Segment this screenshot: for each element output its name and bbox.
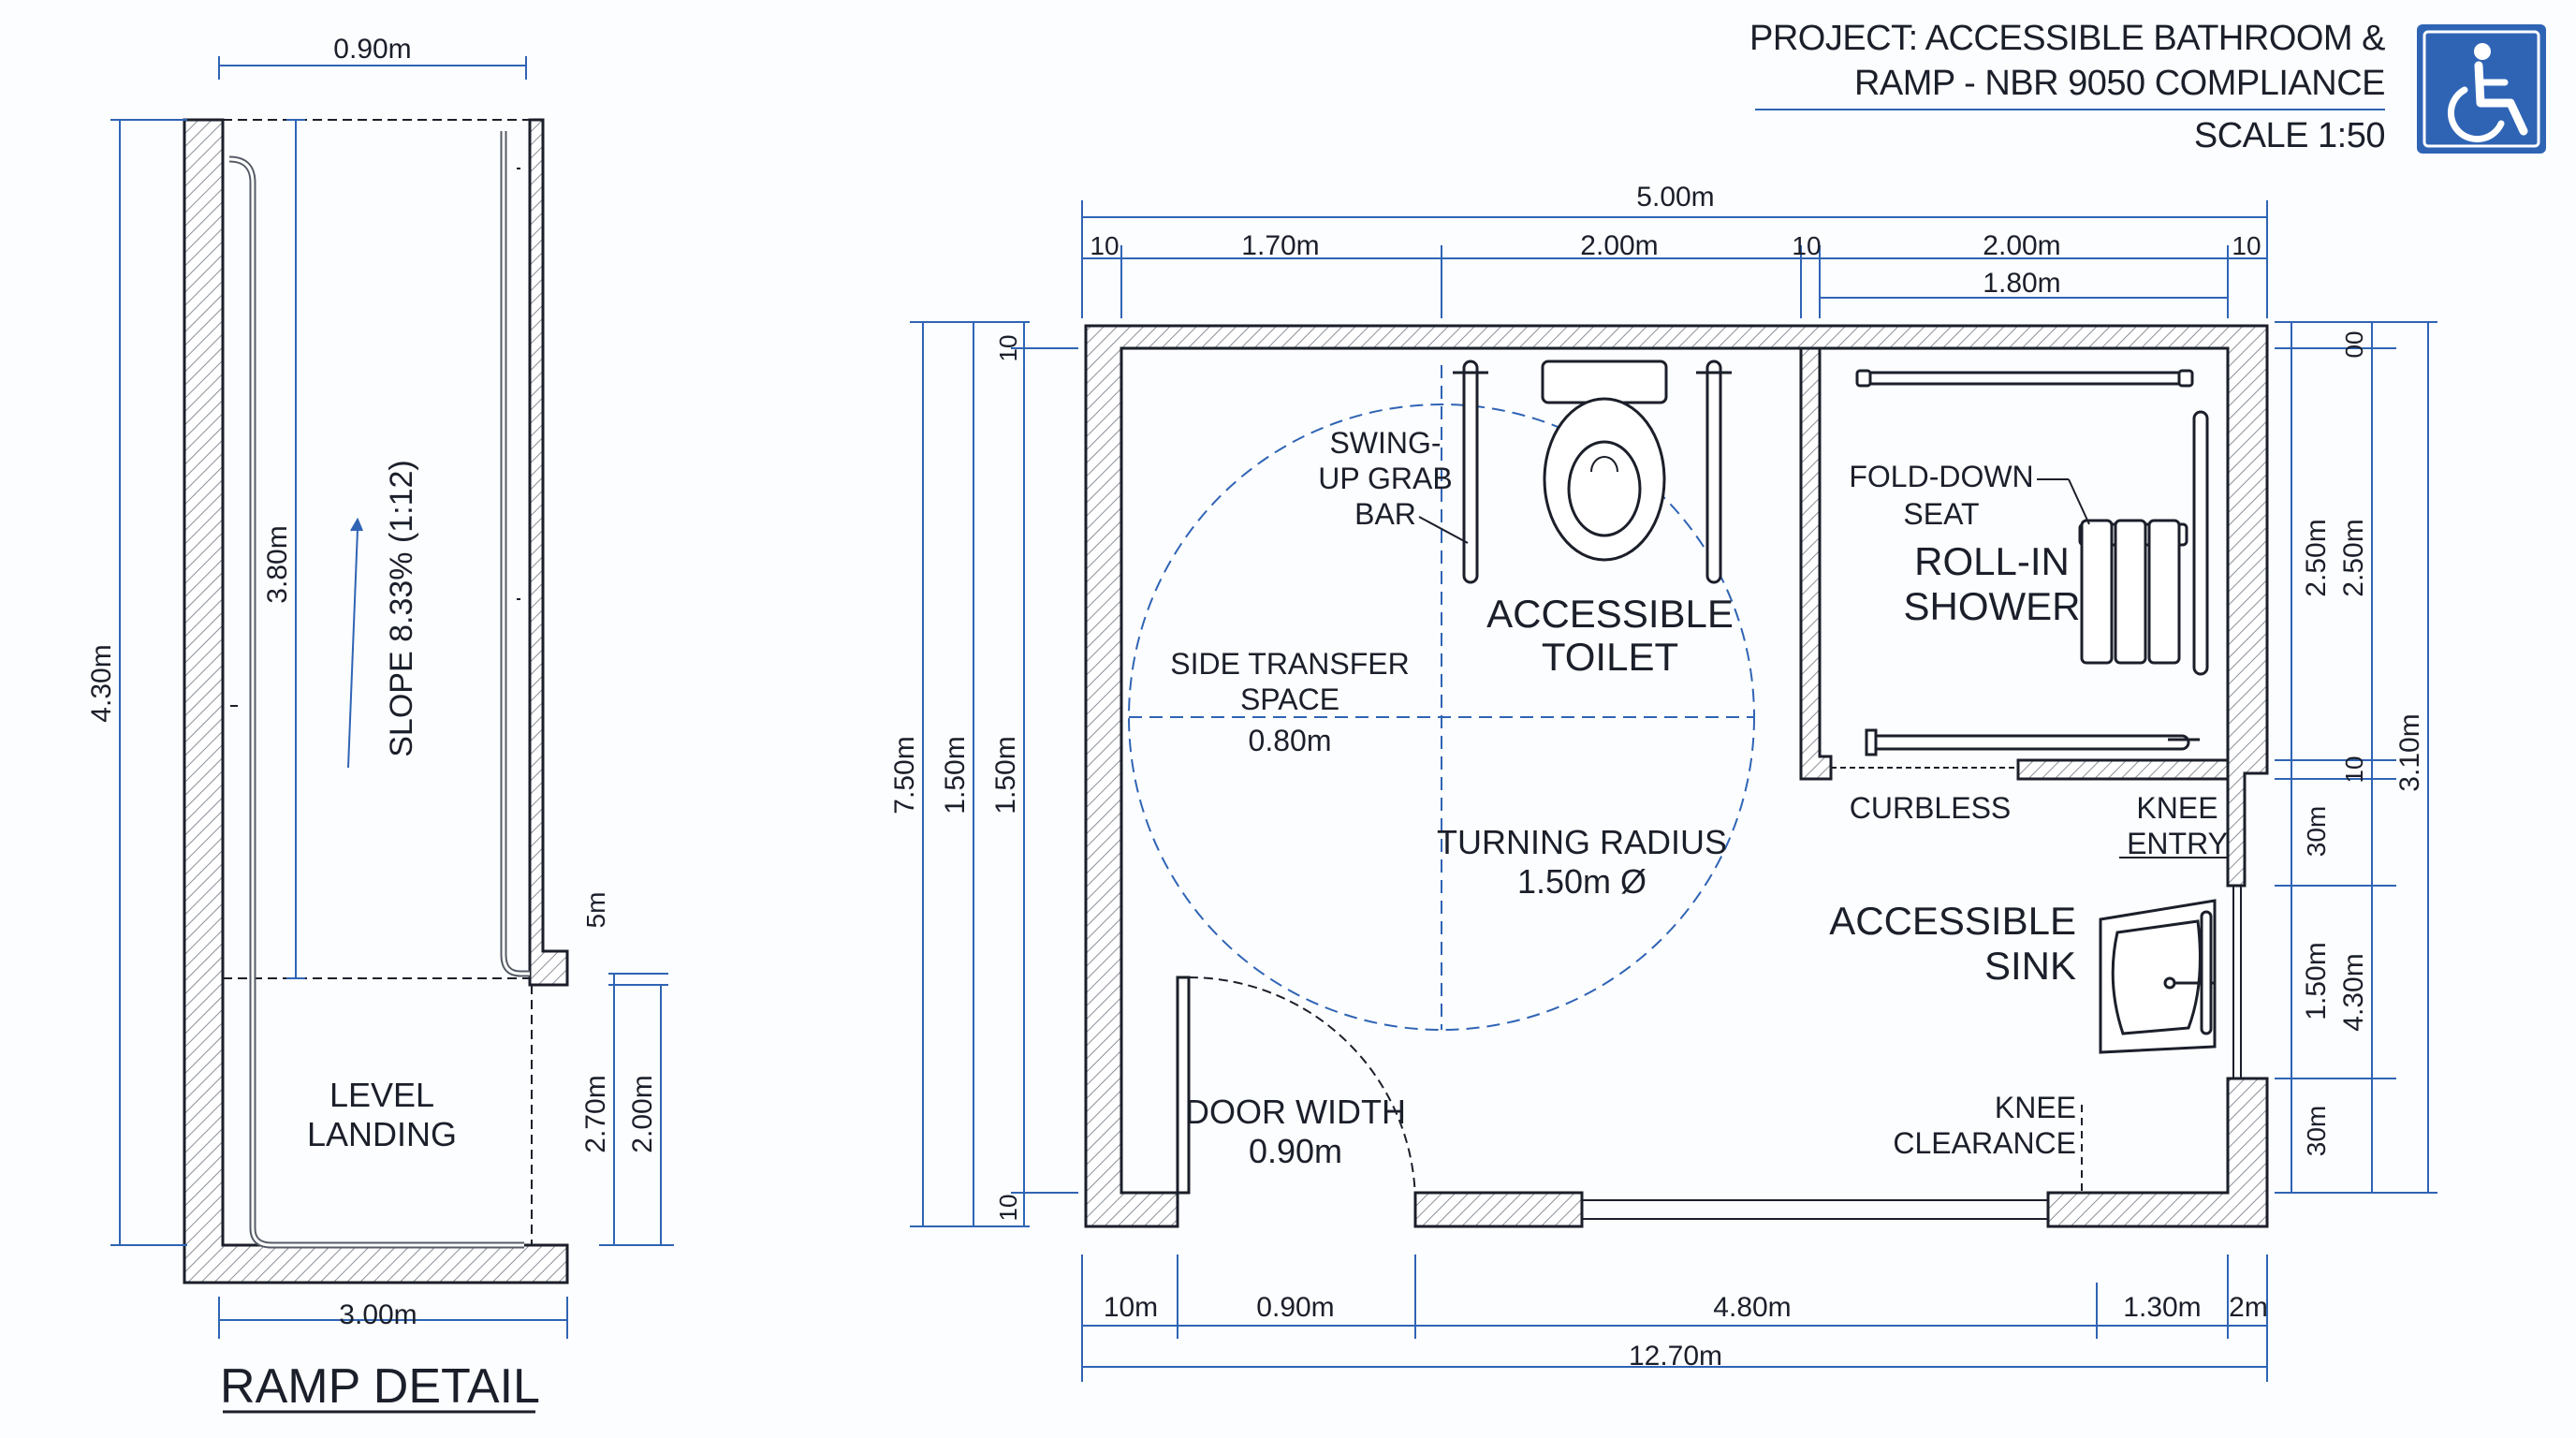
plan-left-inner-a-dim: 1.50m (940, 736, 971, 814)
plan-bottom-right-dim: 1.30m (2123, 1292, 2201, 1323)
knee-clearance-label-2: CLEARANCE (1893, 1126, 2076, 1160)
plan-bottom-mid-dim: 4.80m (1713, 1292, 1791, 1323)
toilet-icon (1541, 360, 1668, 562)
grab-bar-label-1: SWING- (1329, 426, 1441, 460)
transfer-label-2: SPACE (1240, 682, 1339, 716)
transfer-dim: 0.80m (1249, 724, 1332, 757)
sink-label-1: ACCESSIBLE (1829, 899, 2076, 943)
scale-label: SCALE 1:50 (2193, 116, 2386, 155)
turning-circle (1128, 365, 1755, 1031)
seat-label-2: SEAT (1903, 497, 1979, 531)
floor-plan-walls (1084, 324, 2269, 1228)
plan-left-wall-bottom-dim: 10 (994, 1195, 1022, 1222)
ramp-run-dim: 3.80m (262, 525, 293, 603)
plan-right-overall-dim: 3.10m (2394, 713, 2425, 791)
plan-knee-bottom-dim: 30m (2302, 1106, 2331, 1156)
plan-right-wall-top-dim: 00 (2340, 331, 2368, 359)
project-title-line-1: PROJECT: ACCESSIBLE BATHROOM & (1749, 19, 2386, 58)
plan-seg-2-dim: 2.00m (1580, 230, 1658, 261)
fold-down-seat-icon (2078, 519, 2188, 665)
plan-seg-1-dim: 1.70m (1241, 230, 1319, 261)
plan-wall-c-dim: 10 (2232, 231, 2261, 260)
plan-sink-a-dim: 1.50m (2301, 942, 2332, 1020)
knee-entry-label-2: ENTRY (2127, 827, 2228, 860)
plan-wall-a-dim: 10 (1090, 231, 1119, 260)
toilet-label-1: ACCESSIBLE (1486, 592, 1734, 636)
seat-label-1: FOLD-DOWN (1849, 460, 2033, 493)
plan-bottom-end-dim: 2m (2229, 1292, 2268, 1323)
shower-label-2: SHOWER (1904, 584, 2081, 628)
plan-seg-3-dim: 2.00m (1983, 230, 2060, 261)
ramp-total-length-dim: 4.30m (86, 644, 117, 722)
plan-left-wall-top-dim: 10 (994, 335, 1022, 362)
grab-bar-label-2: UP GRAB (1318, 462, 1452, 495)
plan-bottom-wall-dim: 10m (1104, 1292, 1158, 1323)
plan-shower-a-dim: 2.50m (2301, 519, 2332, 596)
plan-shower-b-dim: 2.50m (2338, 519, 2369, 596)
grab-bar-icon (1453, 360, 1732, 584)
landing-dim-a: 2.70m (580, 1075, 611, 1152)
plan-bottom-total-dim: 12.70m (1629, 1341, 1722, 1372)
plan-left-overall-dim: 7.50m (889, 736, 920, 814)
plan-total-width-dim: 5.00m (1636, 182, 1714, 213)
plan-shower-inner-dim: 1.80m (1983, 268, 2060, 299)
landing-label-line-2: LANDING (307, 1115, 457, 1153)
knee-entry-label-1: KNEE (2136, 791, 2217, 825)
plan-knee-top-dim: 30m (2302, 806, 2331, 857)
door-label-1: DOOR WIDTH (1185, 1093, 1406, 1131)
ramp-slope-label: SLOPE 8.33% (1:12) (384, 460, 419, 757)
turning-label-1: TURNING RADIUS (1437, 823, 1727, 861)
door-label-2: 0.90m (1249, 1132, 1342, 1170)
plan-labels: SWING- UP GRAB BAR ACCESSIBLE TOILET SID… (1170, 426, 2228, 1170)
ramp-dimensions (110, 56, 674, 1339)
grab-bar-label-3: BAR (1354, 497, 1416, 531)
ramp-detail (183, 118, 569, 1284)
plan-right-wall-mid-dim: 10 (2340, 756, 2368, 784)
ramp-text: 0.90m 4.30m 3.80m SLOPE 8.33% (1:12) 5m … (86, 34, 658, 1414)
ramp-width-dim: 0.90m (333, 34, 411, 65)
plan-sink-b-dim: 4.30m (2338, 953, 2369, 1031)
sink-label-2: SINK (1984, 944, 2076, 988)
landing-dim-b: 2.00m (627, 1075, 658, 1152)
transfer-label-1: SIDE TRANSFER (1170, 647, 1409, 681)
ramp-bottom-width-dim: 3.00m (339, 1299, 417, 1330)
toilet-label-2: TOILET (1542, 635, 1678, 679)
entry-door (1176, 976, 1416, 1205)
roll-in-shower (1855, 369, 2209, 756)
plan-dimensions (910, 200, 2437, 1382)
turning-label-2: 1.50m Ø (1517, 862, 1647, 901)
landing-label-line-1: LEVEL (329, 1076, 434, 1114)
ramp-detail-caption: RAMP DETAIL (220, 1359, 540, 1414)
plan-left-inner-b-dim: 1.50m (990, 736, 1021, 814)
shower-label-1: ROLL-IN (1914, 539, 2070, 583)
knee-clearance-label-1: KNEE (1995, 1091, 2076, 1124)
curbless-label: CURBLESS (1850, 791, 2012, 825)
wheelchair-icon (2417, 24, 2546, 154)
plan-dimension-text: 5.00m 10 1.70m 2.00m 10 2.00m 10 1.80m 1… (889, 182, 2425, 1372)
plan-wall-b-dim: 10 (1792, 231, 1821, 260)
ramp-step-dim: 5m (581, 892, 610, 929)
sink-icon (2099, 899, 2217, 1054)
plan-bottom-door-dim: 0.90m (1256, 1292, 1334, 1323)
project-title-line-2: RAMP - NBR 9050 COMPLIANCE (1853, 64, 2386, 103)
